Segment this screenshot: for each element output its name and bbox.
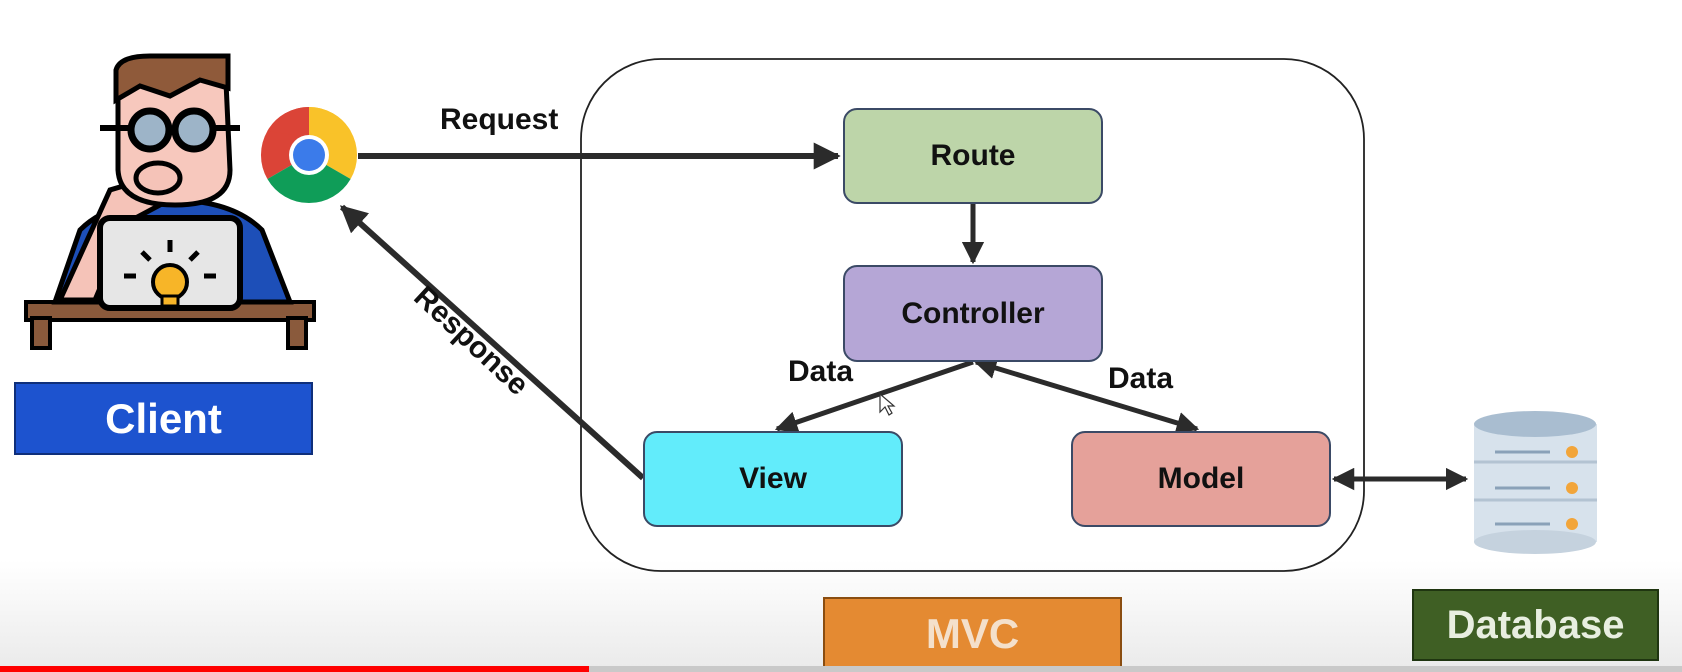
mvc-container xyxy=(580,58,1365,572)
data-label-left: Data xyxy=(788,355,854,388)
video-progress-bar[interactable] xyxy=(0,666,1682,672)
response-arrow xyxy=(339,204,646,481)
database-icon xyxy=(1474,411,1597,554)
client-caption: Client xyxy=(14,382,313,455)
database-caption: Database xyxy=(1412,589,1659,661)
model-node: Model xyxy=(1071,431,1331,527)
mouse-cursor-icon xyxy=(879,392,896,416)
controller-model-arrow xyxy=(973,357,1200,434)
controller-to-view-arrow xyxy=(774,359,974,434)
developer-icon xyxy=(24,53,316,350)
view-node: View xyxy=(643,431,903,527)
data-label-right: Data xyxy=(1108,362,1174,395)
chrome-icon xyxy=(260,106,358,204)
mvc-caption: MVC xyxy=(823,597,1122,670)
video-progress-fill xyxy=(0,666,589,672)
route-node: Route xyxy=(843,108,1103,204)
request-label: Request xyxy=(440,103,559,136)
controller-node: Controller xyxy=(843,265,1103,362)
